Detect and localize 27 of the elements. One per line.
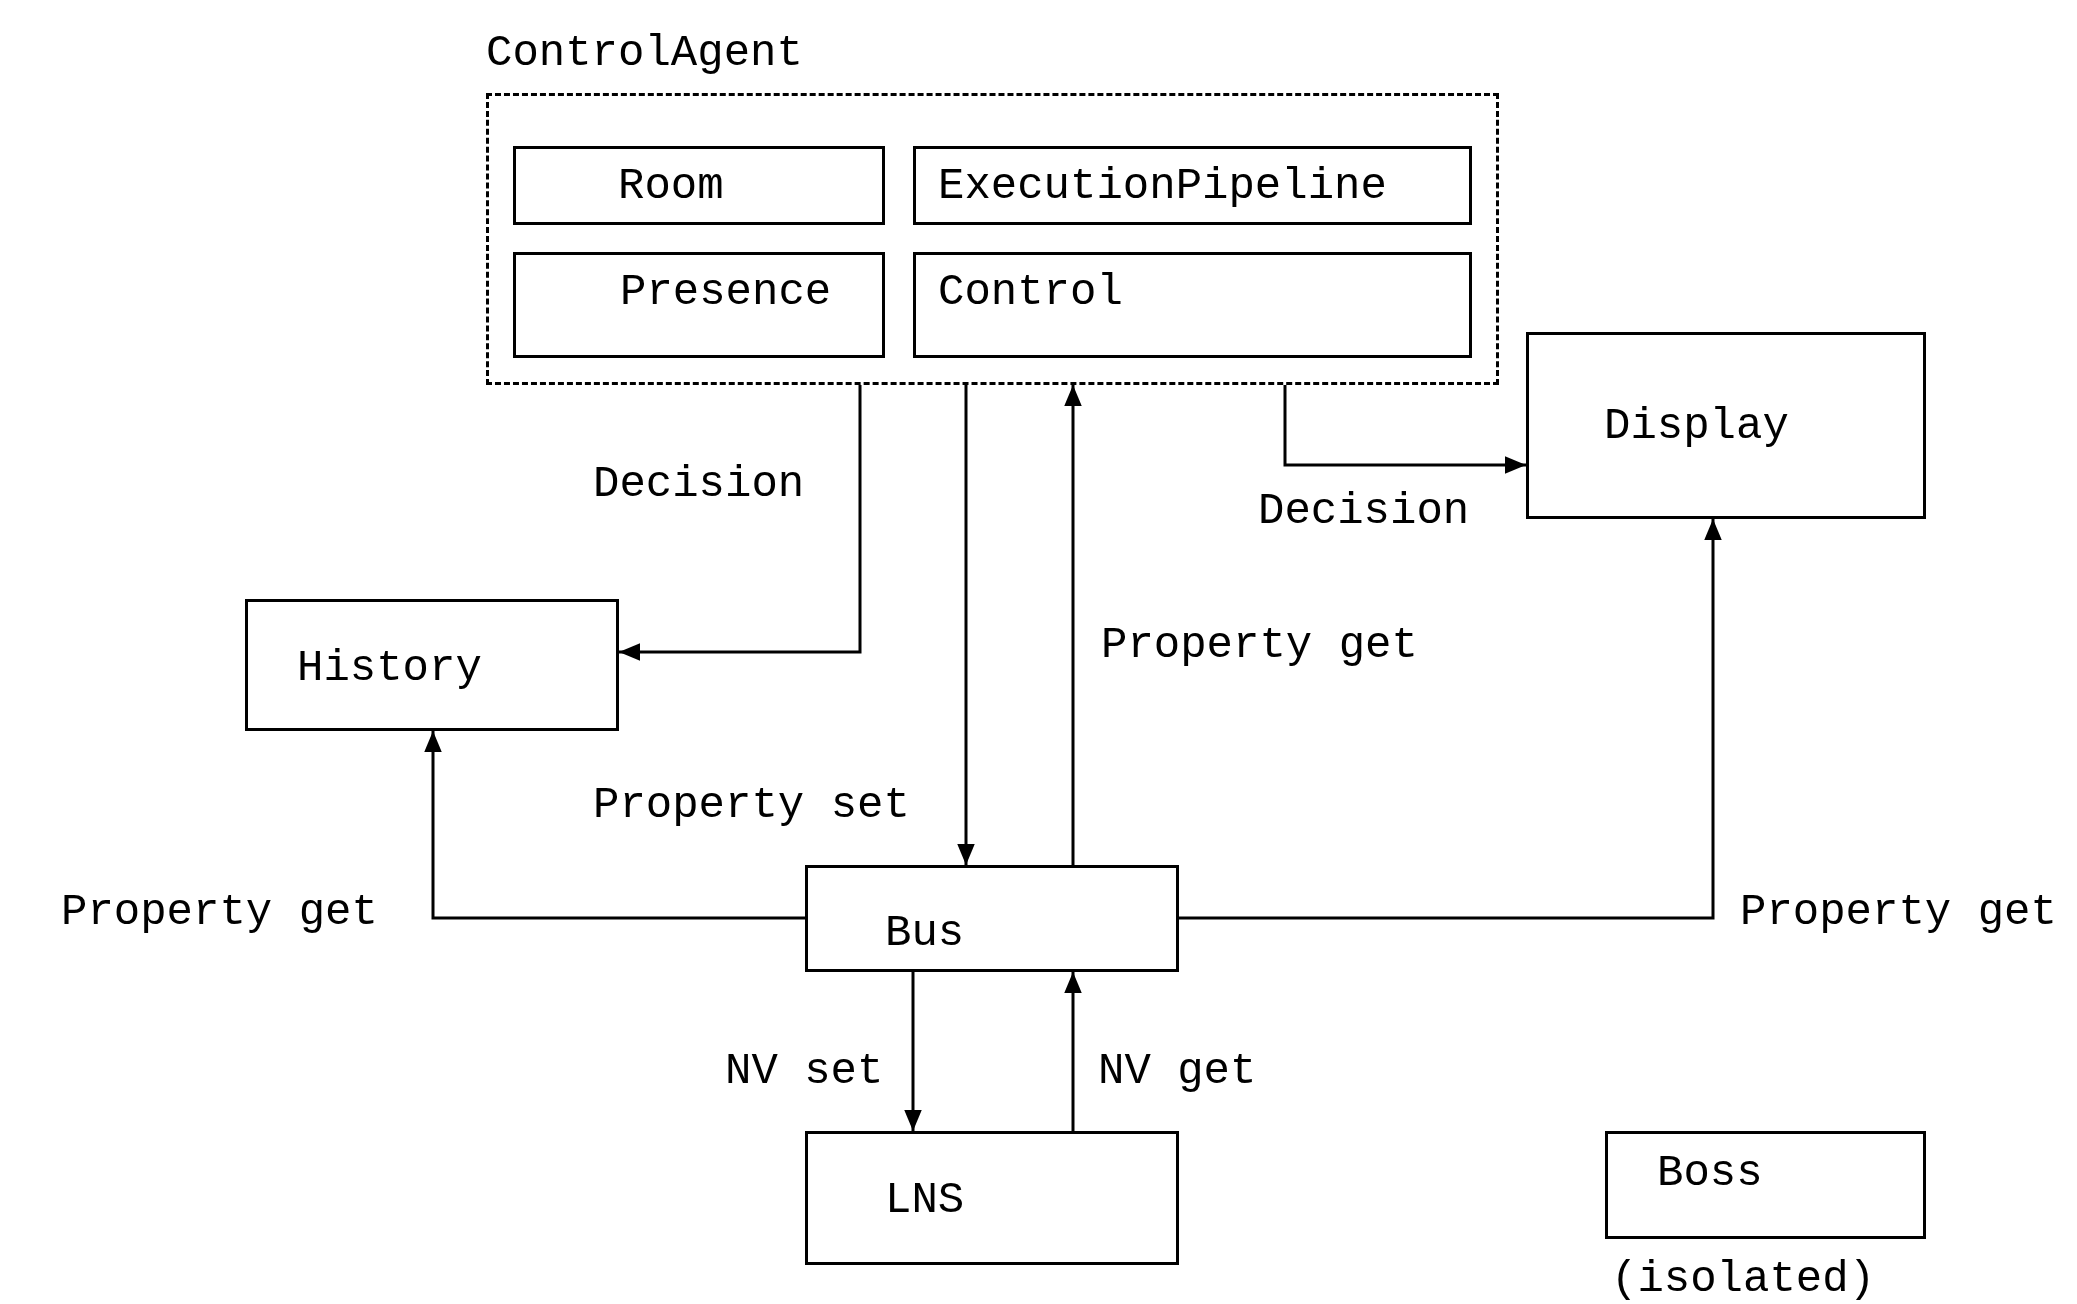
component-box (805, 1131, 1179, 1265)
node-label: Presence (620, 270, 832, 314)
component-box (913, 146, 1472, 225)
node-label: Bus (885, 911, 965, 955)
arrow (1064, 972, 1082, 1131)
node-label: Room (618, 164, 724, 208)
component-box (513, 146, 885, 225)
node-label: ExecutionPipeline (938, 164, 1387, 208)
arrow (904, 972, 922, 1131)
arrow (957, 385, 975, 865)
arrow (1179, 519, 1722, 920)
node-label: Display (1604, 404, 1789, 448)
node-label: History (297, 646, 482, 690)
arrow (424, 731, 805, 920)
arrow (1064, 385, 1082, 865)
node-label: Control (938, 270, 1123, 314)
component-box (1526, 332, 1926, 519)
component-box (805, 865, 1179, 972)
node-label: LNS (885, 1178, 965, 1222)
group-title: ControlAgent (486, 31, 803, 75)
arrow (1283, 385, 1526, 474)
node-note: (isolated) (1611, 1257, 1876, 1301)
component-box (913, 252, 1472, 358)
node-label: Boss (1657, 1151, 1763, 1195)
component-box (513, 252, 885, 358)
arrow (619, 385, 862, 661)
component-box (245, 599, 619, 731)
